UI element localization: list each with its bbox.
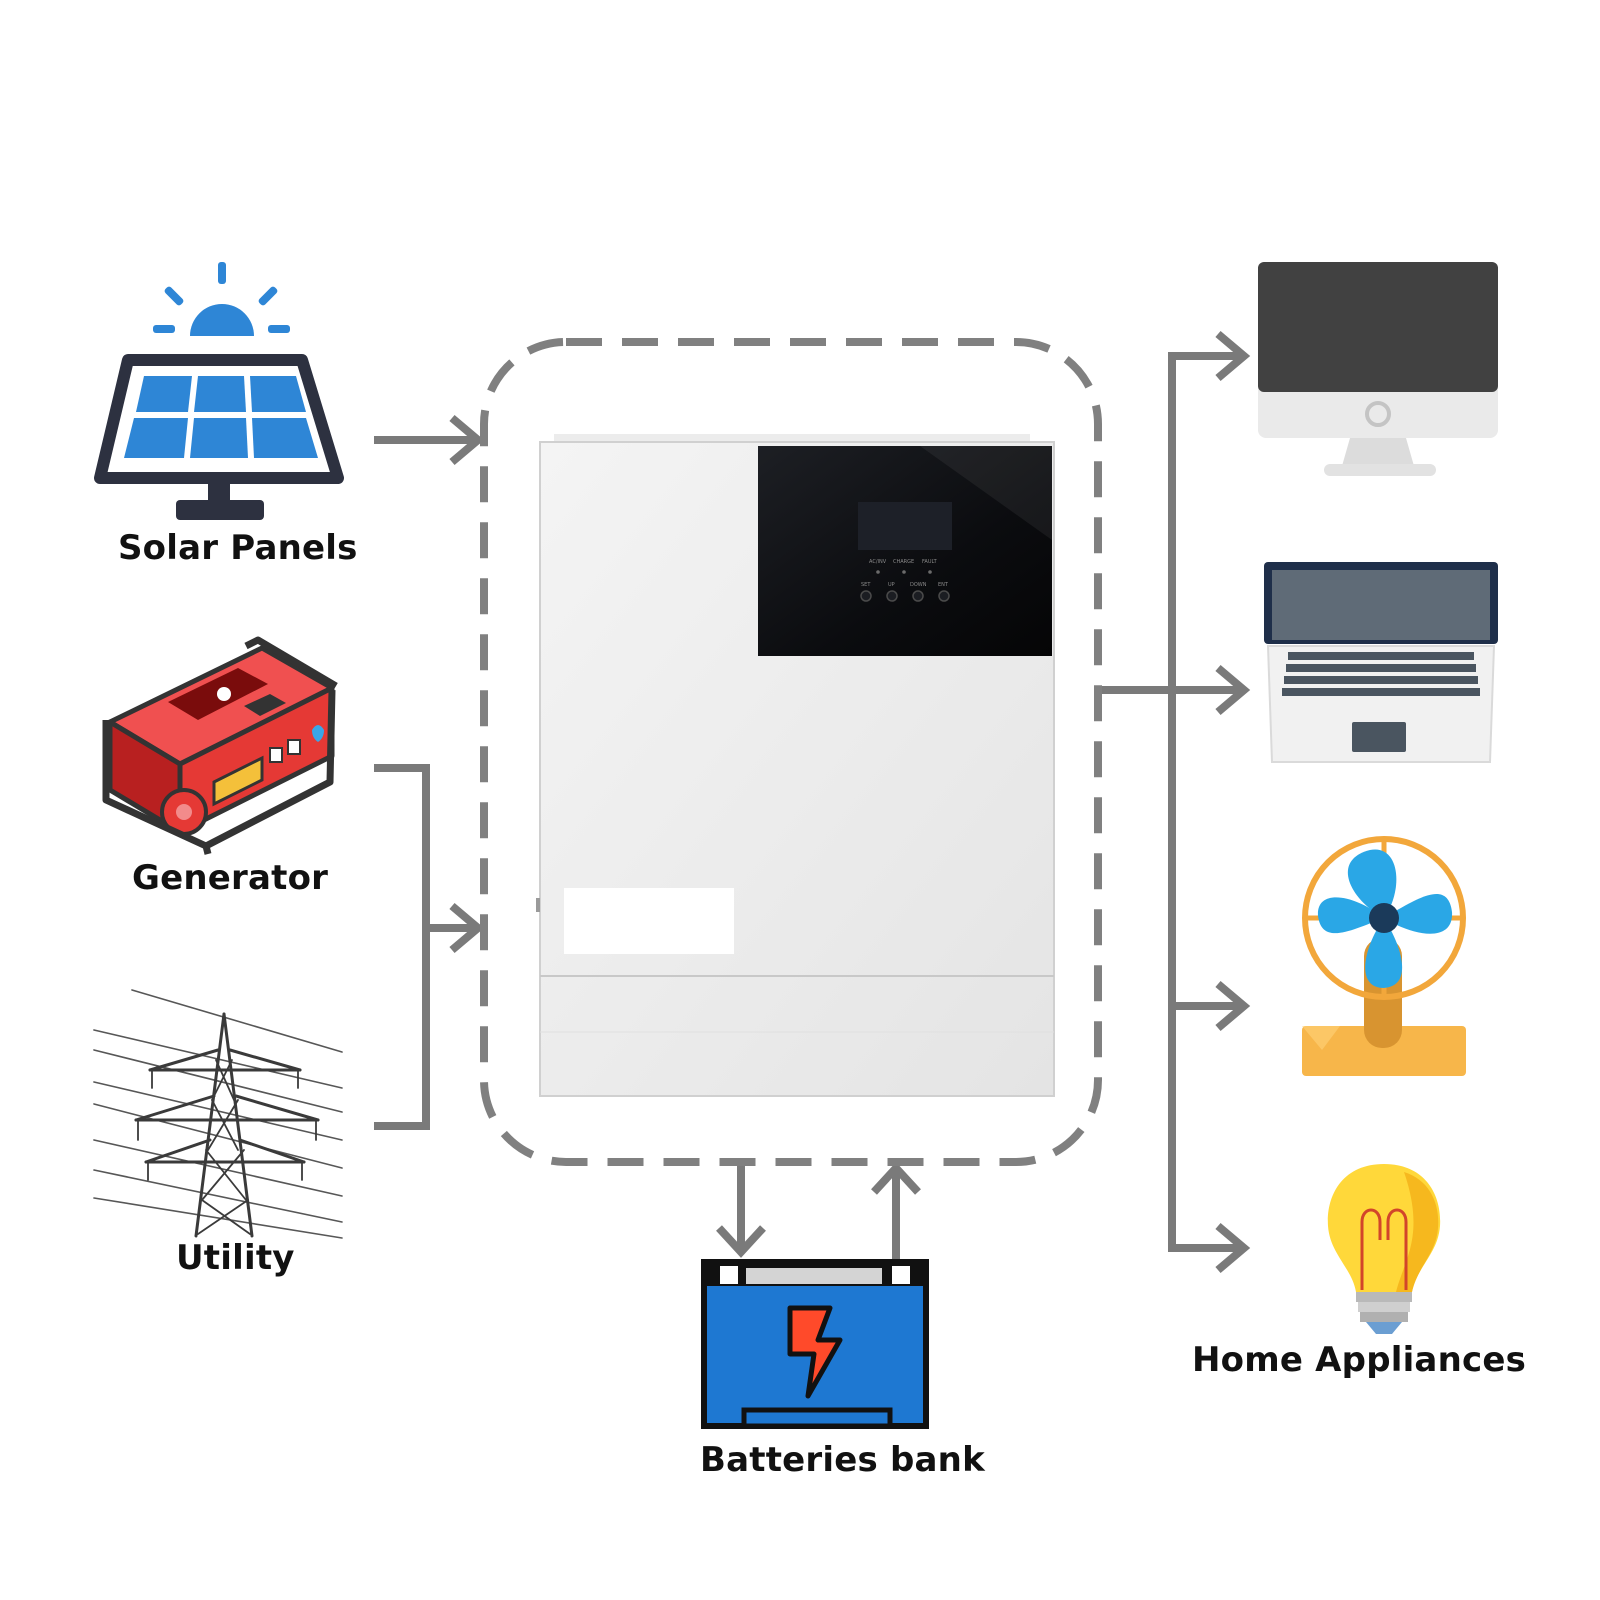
light-bulb-icon	[1327, 1164, 1441, 1334]
button-label-set: SET	[861, 582, 871, 588]
indicator-label-charge: CHARGE	[893, 559, 915, 565]
generator-icon	[102, 636, 338, 855]
inverter-frame	[480, 338, 1102, 1166]
lcd-screen	[858, 502, 952, 550]
button-label-up: UP	[888, 582, 895, 588]
label-batteries-bank: Batteries bank	[700, 1440, 985, 1480]
flow-connectors	[374, 330, 1251, 1274]
button-label-down: DOWN	[910, 582, 927, 588]
laptop-icon	[1264, 562, 1498, 763]
power-tower-icon	[93, 989, 343, 1239]
monitor-icon	[1258, 262, 1498, 476]
battery-icon	[701, 1259, 929, 1429]
button-label-ent: ENT	[938, 582, 948, 588]
label-utility: Utility	[176, 1238, 295, 1278]
label-solar-panels: Solar Panels	[118, 528, 358, 568]
indicator-label-ac-inv: AC/INV	[869, 559, 887, 565]
indicator-label-fault: FAULT	[922, 559, 937, 565]
solar-panel-icon	[94, 262, 344, 520]
inverter-device	[536, 434, 1055, 1097]
label-generator: Generator	[132, 858, 329, 898]
fan-icon	[1302, 836, 1466, 1076]
label-home-appliances: Home Appliances	[1192, 1340, 1527, 1380]
inverter-display-panel	[758, 446, 1052, 656]
